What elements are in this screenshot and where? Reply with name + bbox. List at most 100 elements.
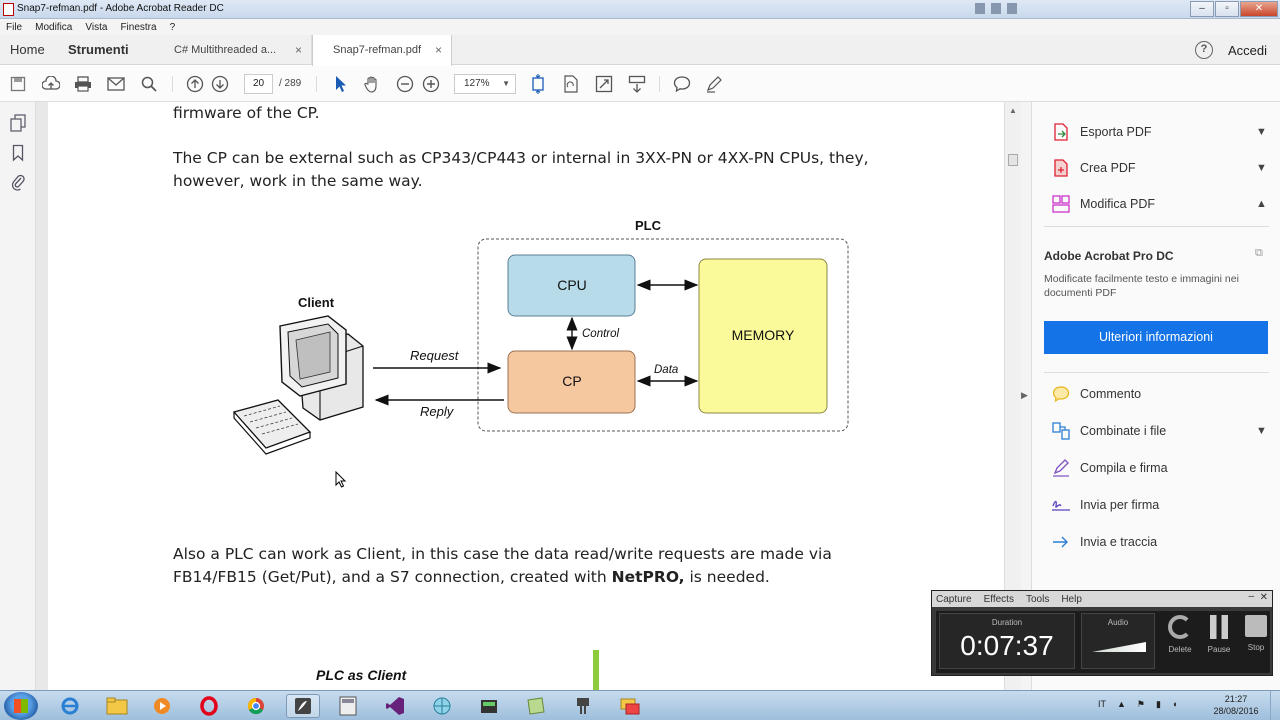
- tab-tools[interactable]: Strumenti: [68, 42, 129, 57]
- chevron-down-icon[interactable]: ▼: [1256, 425, 1267, 437]
- full-screen-icon[interactable]: [594, 74, 614, 94]
- print-icon[interactable]: [73, 74, 93, 94]
- minimize-button[interactable]: –: [1190, 1, 1214, 17]
- recorder-menu-help[interactable]: Help: [1061, 593, 1082, 605]
- volume-icon[interactable]: ◖: [1171, 699, 1178, 709]
- combine-files-icon: [1050, 422, 1072, 440]
- tool-send-and-track[interactable]: Invia e traccia: [1050, 530, 1157, 554]
- system-clock[interactable]: 21:27 28/08/2016: [1208, 693, 1264, 717]
- screen-recorder-widget: Capture Effects Tools Help ‒ ✕ Duration …: [931, 590, 1273, 676]
- recorder-stop-button[interactable]: Stop: [1238, 615, 1274, 652]
- zoom-in-icon[interactable]: [421, 74, 441, 94]
- previous-page-icon[interactable]: [185, 74, 205, 94]
- attachment-icon[interactable]: [9, 173, 27, 191]
- tab-label: C# Multithreaded a...: [174, 44, 277, 56]
- visual-studio-icon[interactable]: [378, 694, 412, 718]
- tool-combine-files[interactable]: Combinate i file ▼: [1050, 419, 1267, 443]
- learn-more-button[interactable]: Ulteriori informazioni: [1044, 321, 1268, 354]
- scroll-thumb[interactable]: [1008, 154, 1018, 166]
- hand-tool-icon[interactable]: [362, 74, 382, 94]
- audio-level-slider[interactable]: [1092, 642, 1146, 652]
- bookmark-icon[interactable]: [9, 144, 27, 162]
- media-player-icon[interactable]: [145, 694, 179, 718]
- acrobat-taskbar-icon[interactable]: [286, 694, 320, 718]
- right-pane-toggle[interactable]: ▶: [1021, 102, 1031, 690]
- plc-boundary: [477, 238, 849, 432]
- windows-taskbar: IT ▲ ⚑ ▮ ◖ 21:27 28/08/2016: [0, 690, 1280, 720]
- recorder-minimize-icon[interactable]: ‒: [1248, 591, 1254, 602]
- plc-diagram: PLC CPU CP MEMORY Data Control Request R…: [232, 218, 849, 455]
- next-page-icon[interactable]: [210, 74, 230, 94]
- recorder-menu-capture[interactable]: Capture: [936, 593, 972, 605]
- cp-block: [507, 350, 636, 414]
- email-icon[interactable]: [106, 74, 126, 94]
- tab-document-1[interactable]: C# Multithreaded a... ×: [156, 35, 312, 65]
- menu-help[interactable]: ?: [169, 21, 176, 33]
- scroll-mode-icon[interactable]: [627, 74, 647, 94]
- menu-file[interactable]: File: [6, 21, 23, 33]
- plc-tool-icon[interactable]: [472, 694, 506, 718]
- search-icon[interactable]: [139, 74, 159, 94]
- action-center-icon[interactable]: ⚑: [1136, 699, 1145, 709]
- cpu-label: CPU: [557, 277, 587, 293]
- save-icon[interactable]: [8, 74, 28, 94]
- pause-label: Pause: [1207, 645, 1231, 654]
- tool-export-pdf[interactable]: Esporta PDF ▼: [1050, 120, 1267, 144]
- recorder-close-icon[interactable]: ✕: [1259, 592, 1268, 603]
- tool-fill-sign[interactable]: Compila e firma: [1050, 456, 1168, 480]
- chevron-up-icon[interactable]: ▲: [1256, 198, 1267, 210]
- zoom-out-icon[interactable]: [395, 74, 415, 94]
- opera-icon[interactable]: [192, 694, 226, 718]
- upload-icon[interactable]: [41, 74, 61, 94]
- show-desktop-button[interactable]: [1270, 691, 1280, 720]
- cp-label: CP: [562, 373, 581, 389]
- tool-comment[interactable]: Commento: [1050, 382, 1141, 406]
- chrome-icon[interactable]: [239, 694, 273, 718]
- network-globe-icon[interactable]: [425, 694, 459, 718]
- close-tab-icon[interactable]: ×: [434, 43, 442, 57]
- recorder-menu-tools[interactable]: Tools: [1025, 593, 1050, 605]
- file-explorer-icon[interactable]: [100, 694, 134, 718]
- start-button[interactable]: [4, 692, 38, 720]
- tool-send-for-signature[interactable]: Invia per firma: [1050, 493, 1159, 517]
- tool-create-pdf[interactable]: Crea PDF ▼: [1050, 156, 1267, 180]
- panel-divider: [1044, 372, 1269, 373]
- notes-icon[interactable]: [519, 694, 553, 718]
- fit-page-icon[interactable]: [528, 74, 548, 94]
- chevron-right-icon[interactable]: ▶: [1021, 390, 1028, 400]
- highlight-pen-icon[interactable]: [704, 74, 724, 94]
- comment-icon[interactable]: [672, 74, 692, 94]
- menu-finestra[interactable]: Finestra: [120, 21, 157, 33]
- close-tab-icon[interactable]: ×: [294, 43, 302, 57]
- recorder-menu-effects[interactable]: Effects: [983, 593, 1014, 605]
- help-icon[interactable]: ?: [1195, 41, 1213, 59]
- toolbar: 20 / 289 127% ▼: [0, 66, 1280, 102]
- tool-edit-pdf[interactable]: Modifica PDF ▲: [1050, 192, 1267, 216]
- calculator-icon[interactable]: [331, 694, 365, 718]
- recorder-delete-button[interactable]: Delete: [1162, 615, 1198, 654]
- remote-desktop-icon[interactable]: [613, 694, 647, 718]
- scroll-up-icon[interactable]: ▲: [1009, 106, 1017, 115]
- tray-expand-icon[interactable]: ▲: [1117, 699, 1126, 709]
- chevron-down-icon[interactable]: ▼: [1256, 162, 1267, 174]
- zoom-level-select[interactable]: 127% ▼: [454, 74, 516, 94]
- signin-button[interactable]: Accedi: [1228, 43, 1268, 58]
- page-number-input[interactable]: 20: [244, 74, 273, 94]
- menu-modifica[interactable]: Modifica: [35, 21, 73, 33]
- menu-vista[interactable]: Vista: [85, 21, 108, 33]
- snipping-tool-icon[interactable]: [566, 694, 600, 718]
- mouse-cursor-icon: [335, 471, 347, 488]
- page-thumbnails-icon[interactable]: [9, 114, 27, 132]
- select-cursor-icon[interactable]: [330, 74, 350, 94]
- maximize-button[interactable]: ▫: [1215, 1, 1239, 17]
- internet-explorer-icon[interactable]: [53, 694, 87, 718]
- tab-document-2[interactable]: Snap7-refman.pdf ×: [312, 35, 452, 66]
- rotate-page-icon[interactable]: [561, 74, 581, 94]
- close-window-button[interactable]: ✕: [1240, 1, 1278, 17]
- network-icon[interactable]: ▮: [1156, 699, 1161, 709]
- recorder-pause-button[interactable]: Pause: [1201, 615, 1237, 654]
- language-indicator[interactable]: IT: [1098, 699, 1106, 709]
- vertical-scrollbar[interactable]: ▲: [1004, 102, 1021, 690]
- tab-home[interactable]: Home: [10, 42, 45, 57]
- chevron-down-icon[interactable]: ▼: [1256, 126, 1267, 138]
